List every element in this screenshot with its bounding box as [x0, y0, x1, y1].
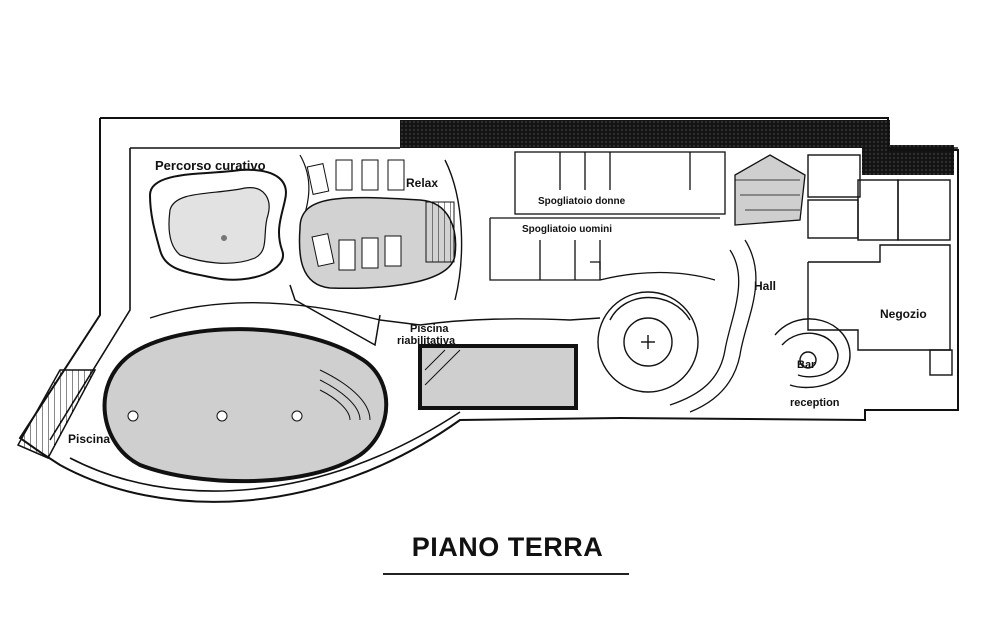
outer-wall: [18, 117, 959, 503]
label-piscina: Piscina: [68, 432, 110, 446]
label-spogliatoio-donne: Spogliatoio donne: [538, 196, 626, 207]
bar-area: [774, 318, 851, 389]
percorso-curativo-area: [148, 154, 310, 281]
hall-ramp: [734, 154, 806, 226]
label-piscina-riabilitativa-2: riabilitativa: [397, 335, 456, 347]
title-underline: [383, 573, 629, 575]
label-percorso-curativo: Percorso curativo: [155, 158, 266, 173]
inner-wall: [49, 147, 958, 492]
plan-title: PIANO TERRA: [411, 532, 604, 562]
right-rooms: [807, 154, 953, 376]
label-hall: Hall: [754, 279, 776, 293]
label-spogliatoio-uomini: Spogliatoio uomini: [522, 224, 612, 235]
entrance-stairs: [16, 369, 97, 459]
hall-curve: [669, 239, 757, 413]
changing-rooms: [489, 151, 726, 281]
rotunda: [597, 291, 699, 393]
label-bar: Bar: [797, 359, 816, 371]
piscina-pool: [102, 327, 389, 484]
label-piscina-riabilitativa-1: Piscina: [410, 323, 449, 335]
label-reception: reception: [790, 397, 840, 409]
label-relax: Relax: [406, 176, 438, 190]
label-negozio: Negozio: [880, 307, 927, 321]
roof-band-left: [400, 120, 890, 148]
relax-area: [298, 159, 463, 301]
piscina-riabilitativa-pool: [418, 344, 578, 410]
corridor-wall: [149, 302, 601, 326]
